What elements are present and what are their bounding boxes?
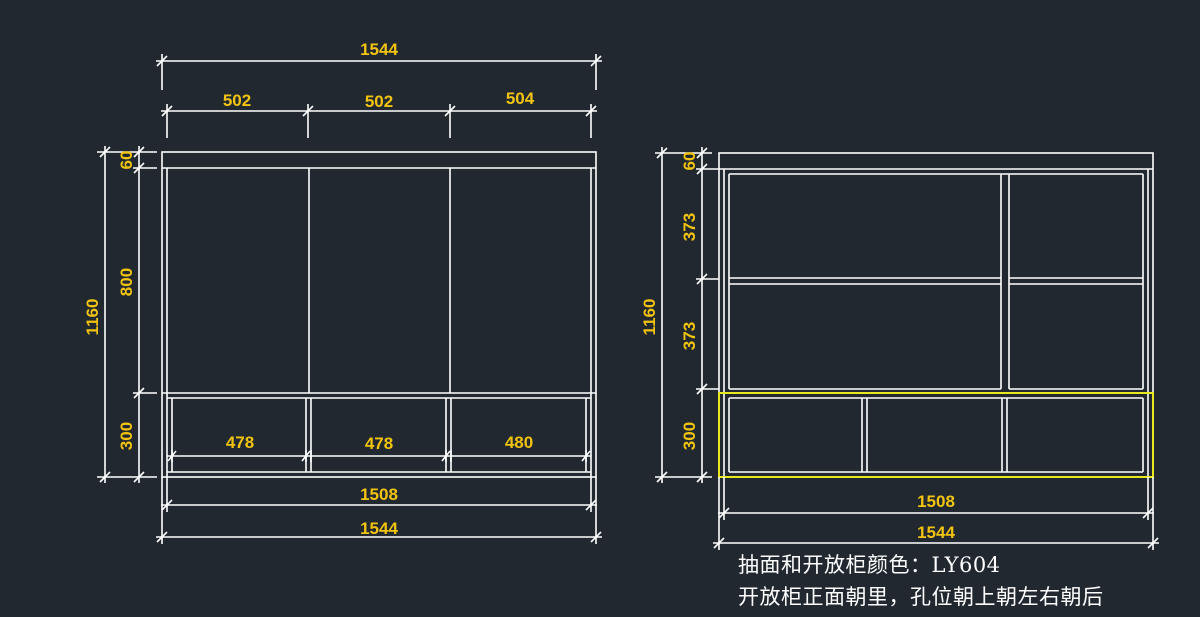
left-inner-width-label: 1508 bbox=[360, 485, 398, 504]
left-top-width-label-2: 502 bbox=[365, 92, 393, 111]
left-drawer-width-label-2: 478 bbox=[365, 434, 393, 453]
left-height-label-2: 800 bbox=[117, 268, 136, 296]
left-drawer-width-label-3: 480 bbox=[505, 433, 533, 452]
right-height-label-1: 60 bbox=[680, 152, 699, 171]
left-dimension-lines bbox=[97, 54, 602, 544]
left-top-width-label-1: 502 bbox=[223, 91, 251, 110]
right-height-label-2: 373 bbox=[680, 213, 699, 241]
note-orientation-spec: 开放柜正面朝里，孔位朝上朝左右朝后 bbox=[738, 585, 1104, 609]
left-cabinet-elevation bbox=[161, 151, 597, 478]
left-drawer-width-label-1: 478 bbox=[226, 433, 254, 452]
left-overall-height-label: 1160 bbox=[83, 299, 102, 336]
right-dimension-lines bbox=[655, 147, 1159, 550]
right-inner-width-label: 1508 bbox=[917, 492, 955, 511]
left-overall-width-label: 1544 bbox=[360, 40, 398, 59]
left-top-width-label-3: 504 bbox=[506, 89, 535, 108]
right-dimension-labels: 1160 60 373 373 300 1508 1544 bbox=[640, 152, 955, 542]
right-height-label-4: 300 bbox=[680, 422, 699, 450]
right-overall-height-label: 1160 bbox=[640, 299, 659, 336]
left-height-label-1: 60 bbox=[117, 151, 136, 170]
right-cabinet-elevation bbox=[718, 152, 1154, 478]
left-dimension-labels: 1544 502 502 504 1160 60 800 300 478 478… bbox=[83, 40, 535, 538]
drawer-row-highlight bbox=[718, 392, 1154, 478]
note-color-spec: 抽面和开放柜颜色：LY604 bbox=[738, 553, 1001, 577]
right-height-label-3: 373 bbox=[680, 322, 699, 350]
left-height-label-3: 300 bbox=[117, 422, 136, 450]
left-bottom-width-label: 1544 bbox=[360, 519, 398, 538]
right-overall-width-label: 1544 bbox=[917, 523, 955, 542]
